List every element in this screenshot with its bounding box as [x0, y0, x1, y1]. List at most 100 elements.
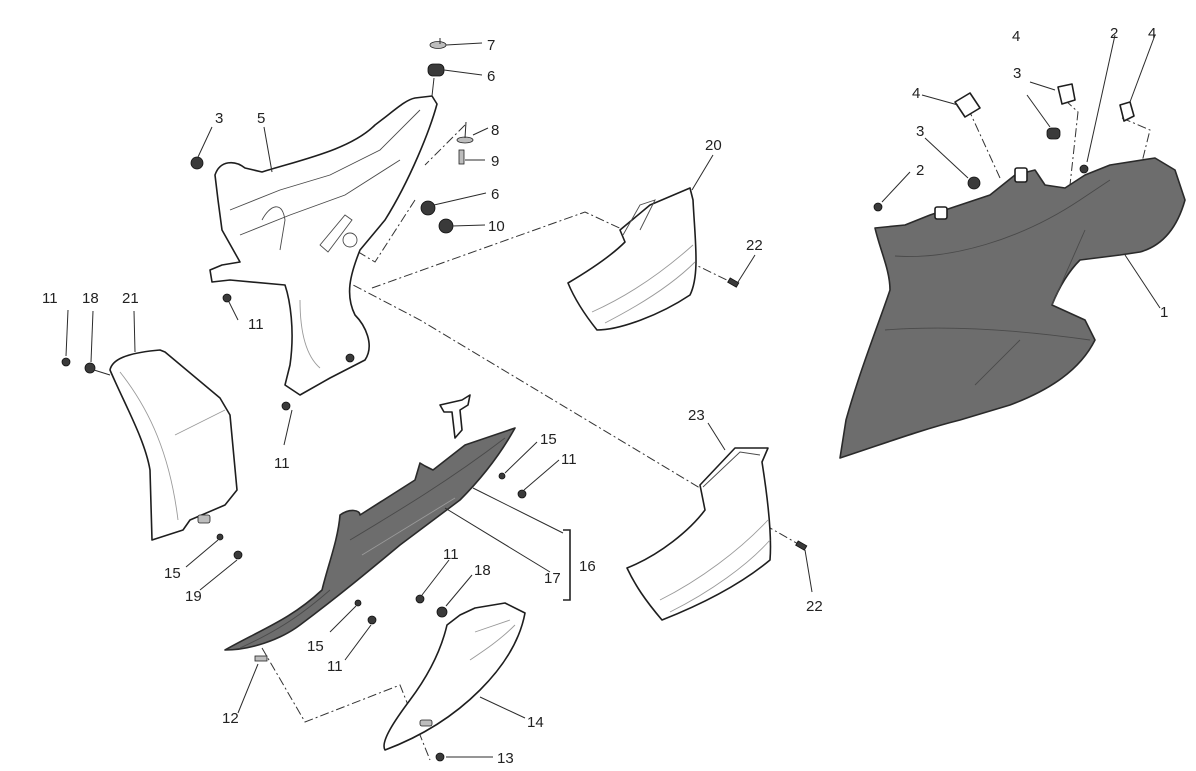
grommet-18b-icon [436, 606, 448, 618]
assembly-line-8-9 [424, 124, 466, 166]
panel-21-line [119, 371, 179, 521]
callout-5: 5 [257, 110, 265, 127]
leader-lines [65, 34, 1161, 758]
callout-20: 20 [705, 137, 722, 154]
callout-10: 10 [488, 218, 505, 235]
grommet-3-icon [190, 156, 204, 170]
callout-11b: 11 [248, 316, 264, 333]
screw-11e-icon [415, 594, 425, 604]
fairing-1-crease [894, 179, 1111, 257]
tail-16-crease [349, 437, 506, 541]
callout-12: 12 [222, 710, 239, 727]
bracket-rib [261, 206, 286, 251]
bracket-slot [319, 214, 353, 253]
cover-23-line [659, 519, 769, 601]
cover-23-body [626, 447, 772, 621]
washer-15-icon [216, 533, 224, 541]
fairing-1-crease [884, 327, 1091, 341]
grommet-3c-icon [1046, 127, 1061, 140]
bracket-rib [229, 109, 421, 211]
fairing-1-crease [974, 339, 1021, 386]
pin-12-icon [254, 655, 268, 662]
part-20-upper-cover [567, 187, 740, 331]
nut-2b-icon [1079, 164, 1089, 174]
callout-3b: 3 [1013, 65, 1021, 82]
callout-4: 4 [912, 85, 920, 102]
callout-1: 1 [1160, 304, 1168, 321]
washer-15c-icon [354, 599, 362, 607]
callout-21: 21 [122, 290, 139, 307]
callout-23: 23 [688, 407, 705, 424]
callout-15b: 15 [540, 431, 557, 448]
screw-11c-icon [61, 357, 71, 367]
callout-6: 6 [487, 68, 495, 85]
assembly-line-12-14 [261, 647, 431, 761]
callout-11c: 11 [274, 455, 290, 472]
grommet-18-icon [84, 362, 96, 374]
assembly-line-6-10 [354, 199, 416, 263]
tail-16-body [224, 427, 516, 651]
assembly-bracket-16 [563, 529, 571, 601]
callout-22: 22 [746, 237, 763, 254]
screw-22-icon [727, 277, 740, 288]
tail-16-edge [239, 589, 331, 649]
callout-15c: 15 [307, 638, 324, 655]
callout-3: 3 [215, 110, 223, 127]
part-16-tail-panel [224, 394, 527, 662]
screw-19-icon [233, 550, 243, 560]
callout-11d: 11 [561, 451, 577, 468]
cover-20-tab [622, 199, 656, 236]
bracket-body [209, 95, 438, 396]
panel-21-line [174, 409, 226, 436]
cover-14-body [383, 602, 526, 751]
callout-3c: 3 [916, 123, 924, 140]
pad-4b-icon [1057, 83, 1076, 105]
callout-14: 14 [527, 714, 544, 731]
callout-2: 2 [1110, 25, 1118, 42]
callout-2b: 2 [916, 162, 924, 179]
callout-17: 17 [544, 570, 561, 587]
washer-7-icon [429, 41, 447, 49]
washer-15b-icon [498, 472, 506, 480]
part-14-lower-cover [383, 594, 526, 762]
callout-16: 16 [579, 558, 596, 575]
callout-4c: 4 [1012, 28, 1020, 45]
callout-4b: 4 [1148, 25, 1156, 42]
callout-11e: 11 [443, 546, 459, 563]
fairing-1-crease [1051, 229, 1086, 306]
pad-4-icon [954, 92, 981, 118]
cover-23-tab [702, 451, 761, 488]
cover-20-line [591, 244, 694, 313]
part-23-lower-cover [626, 447, 808, 621]
part-5-bracket [209, 95, 438, 396]
part-21-side-panel [61, 349, 243, 560]
screw-13-icon [435, 752, 445, 762]
callout-19: 19 [185, 588, 202, 605]
callout-labels: 7 6 3 5 8 9 6 10 20 22 4 2 4 4 3 3 2 1 1… [42, 25, 1168, 767]
part-1-main-fairing [839, 83, 1186, 459]
bracket-rib [239, 159, 401, 236]
nut-2-icon [873, 202, 883, 212]
screw-11-icon [281, 401, 291, 411]
screw-9-icon [458, 149, 465, 165]
cover-23-line [669, 539, 771, 613]
screw-10-icon [438, 218, 454, 234]
cover-14-line [469, 624, 516, 661]
grommet-3b-icon [967, 176, 981, 190]
boss-21-icon [197, 514, 211, 524]
callout-6b: 6 [491, 186, 499, 203]
pad-4c-icon [1119, 101, 1135, 122]
boss-14-icon [419, 719, 433, 727]
callout-7: 7 [487, 37, 495, 54]
cover-20-body [567, 187, 697, 331]
callout-9: 9 [491, 153, 499, 170]
callout-13: 13 [497, 750, 514, 767]
bracket-boss [342, 232, 358, 248]
callout-15: 15 [164, 565, 181, 582]
callout-18: 18 [82, 290, 99, 307]
cover-20-line [604, 261, 696, 324]
screw-22b-icon [795, 540, 808, 551]
assembly-line-4a [967, 107, 1001, 179]
callout-11f: 11 [327, 658, 343, 675]
